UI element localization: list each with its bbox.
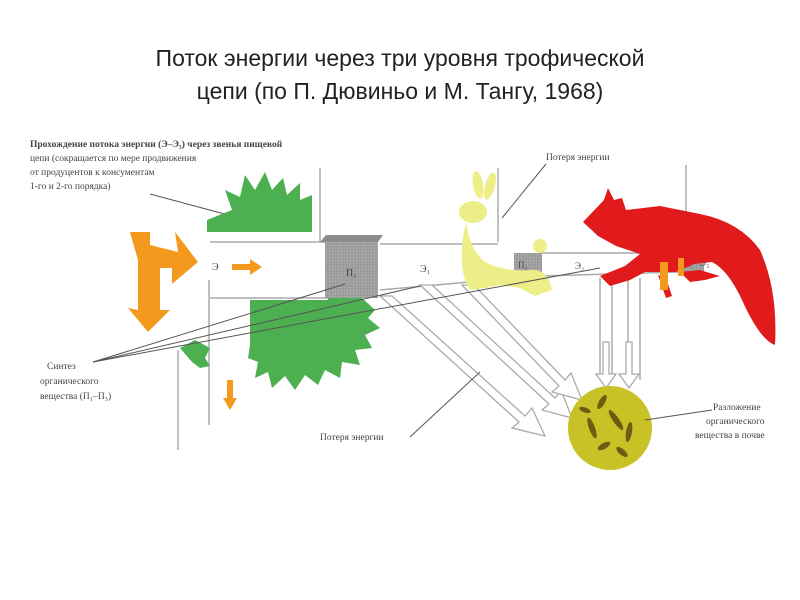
energy-channel [210, 241, 681, 299]
caption-line-1: Прохождение потока энергии (Э–Э₃) через … [30, 139, 283, 150]
label-p2: П₂ [518, 260, 528, 270]
label-e2: Э₂ [575, 261, 584, 271]
label-e1: Э₁ [420, 264, 430, 275]
producer-block-p1 [325, 242, 378, 298]
caption-line-3: от продуцентов к консументам [30, 168, 155, 178]
label-e: Э [212, 262, 219, 273]
decomposition-line-2: органического [706, 417, 765, 427]
fox-energy-arrows-icon [660, 258, 684, 290]
synthesis-line-2: органического [40, 377, 99, 387]
energy-loss-bottom-pointer [409, 371, 481, 438]
grass-top-icon [207, 172, 312, 232]
slide-title: Поток энергии через три уровня трофическ… [0, 42, 800, 108]
decomposition-pointer [644, 409, 713, 421]
caption-line-4: 1-го и 2-го порядка) [30, 181, 111, 192]
small-energy-arrow-icon [232, 259, 262, 275]
caption-pointer [149, 193, 233, 217]
energy-loss-top-label: Потеря энергии [546, 153, 610, 163]
grass-left-leaf-icon [180, 340, 210, 368]
energy-loss-arrows [378, 284, 641, 437]
decomposition-line-1: Разложение [713, 403, 761, 413]
title-line-1: Поток энергии через три уровня трофическ… [155, 45, 645, 71]
synthesis-line-1: Синтез [47, 362, 76, 372]
soil-bacteria-icon [568, 386, 652, 470]
producer-block-top [320, 235, 383, 242]
title-line-2: цепи (по П. Дювиньо и М. Тангу, 1968) [196, 78, 604, 104]
label-p1: П₁ [346, 268, 357, 279]
decomposition-line-3: вещества в почве [695, 431, 765, 441]
sun-energy-arrow-icon [128, 232, 198, 332]
energy-loss-top-pointer [501, 163, 547, 219]
synthesis-pointers [92, 267, 601, 363]
rabbit-icon [459, 171, 552, 296]
down-energy-arrow-icon [223, 380, 237, 410]
grass-bottom-icon [248, 296, 380, 390]
caption-line-2: цепи (сокращается по мере продвижения [30, 153, 197, 164]
synthesis-line-3: вещества (П₁–П₃) [40, 391, 111, 402]
label-e3: Э₃ [700, 258, 709, 268]
energy-loss-bottom-label: Потеря энергии [320, 433, 384, 443]
